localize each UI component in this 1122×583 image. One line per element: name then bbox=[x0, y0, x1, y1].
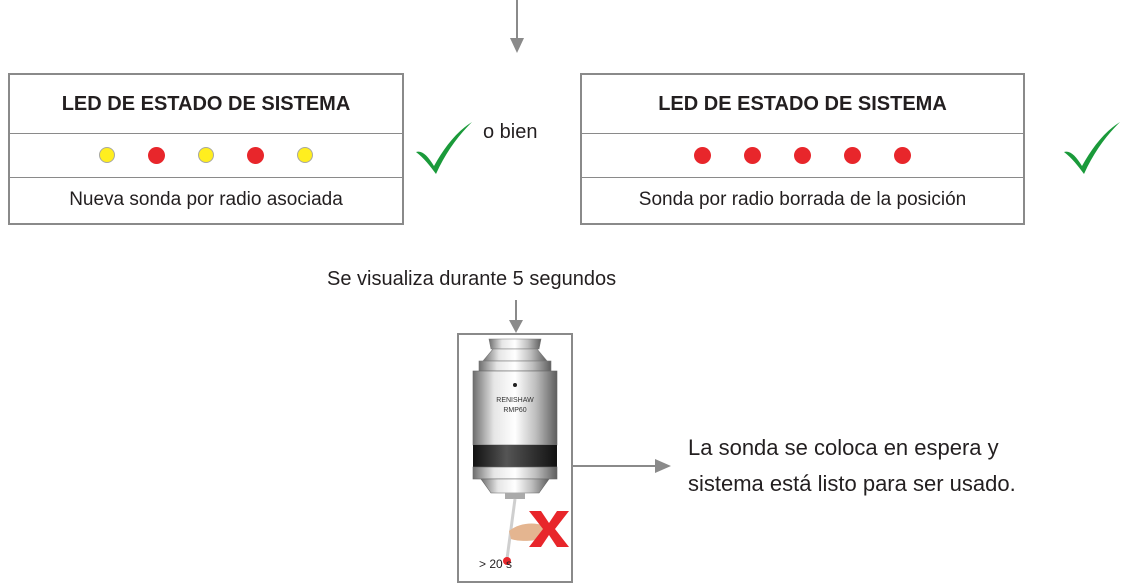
check-icon bbox=[1064, 122, 1120, 174]
or-label: o bien bbox=[483, 121, 538, 143]
led-red bbox=[894, 146, 911, 164]
led-yellow bbox=[297, 147, 313, 163]
led-red bbox=[794, 146, 811, 164]
probe-model-label: RMP60 bbox=[503, 407, 527, 414]
check-icon bbox=[416, 122, 472, 174]
probe-panel: RENISHAW RMP60 > 20 s bbox=[457, 333, 573, 583]
result-text: La sonda se coloca en espera y sistema e… bbox=[688, 430, 1016, 502]
led-yellow bbox=[99, 147, 115, 163]
status-box-caption: Sonda por radio borrada de la posición bbox=[638, 189, 967, 210]
led-red bbox=[247, 146, 264, 164]
probe-illustration bbox=[472, 338, 569, 565]
result-line-2: sistema está listo para ser usado. bbox=[688, 471, 1016, 496]
top-arrow bbox=[510, 0, 524, 53]
status-box-title: LED DE ESTADO DE SISTEMA bbox=[582, 75, 1023, 134]
led-red bbox=[148, 146, 165, 164]
led-red bbox=[694, 146, 711, 164]
time-label: > 20 s bbox=[479, 557, 513, 571]
probe-brand-label: RENISHAW bbox=[496, 397, 534, 404]
led-row bbox=[10, 133, 402, 178]
right-arrow bbox=[573, 459, 671, 473]
display-duration-label: Se visualiza durante 5 segundos bbox=[327, 268, 617, 290]
status-box-new-probe: LED DE ESTADO DE SISTEMA Nueva sonda por… bbox=[8, 73, 404, 225]
led-row bbox=[582, 133, 1023, 178]
result-line-1: La sonda se coloca en espera y bbox=[688, 435, 999, 460]
status-box-caption: Nueva sonda por radio asociada bbox=[69, 189, 343, 210]
status-box-probe-deleted: LED DE ESTADO DE SISTEMA Sonda por radio… bbox=[580, 73, 1025, 225]
led-red bbox=[844, 146, 861, 164]
status-box-title: LED DE ESTADO DE SISTEMA bbox=[10, 75, 402, 134]
down-arrow bbox=[509, 300, 523, 333]
led-yellow bbox=[198, 147, 214, 163]
led-red bbox=[744, 146, 761, 164]
